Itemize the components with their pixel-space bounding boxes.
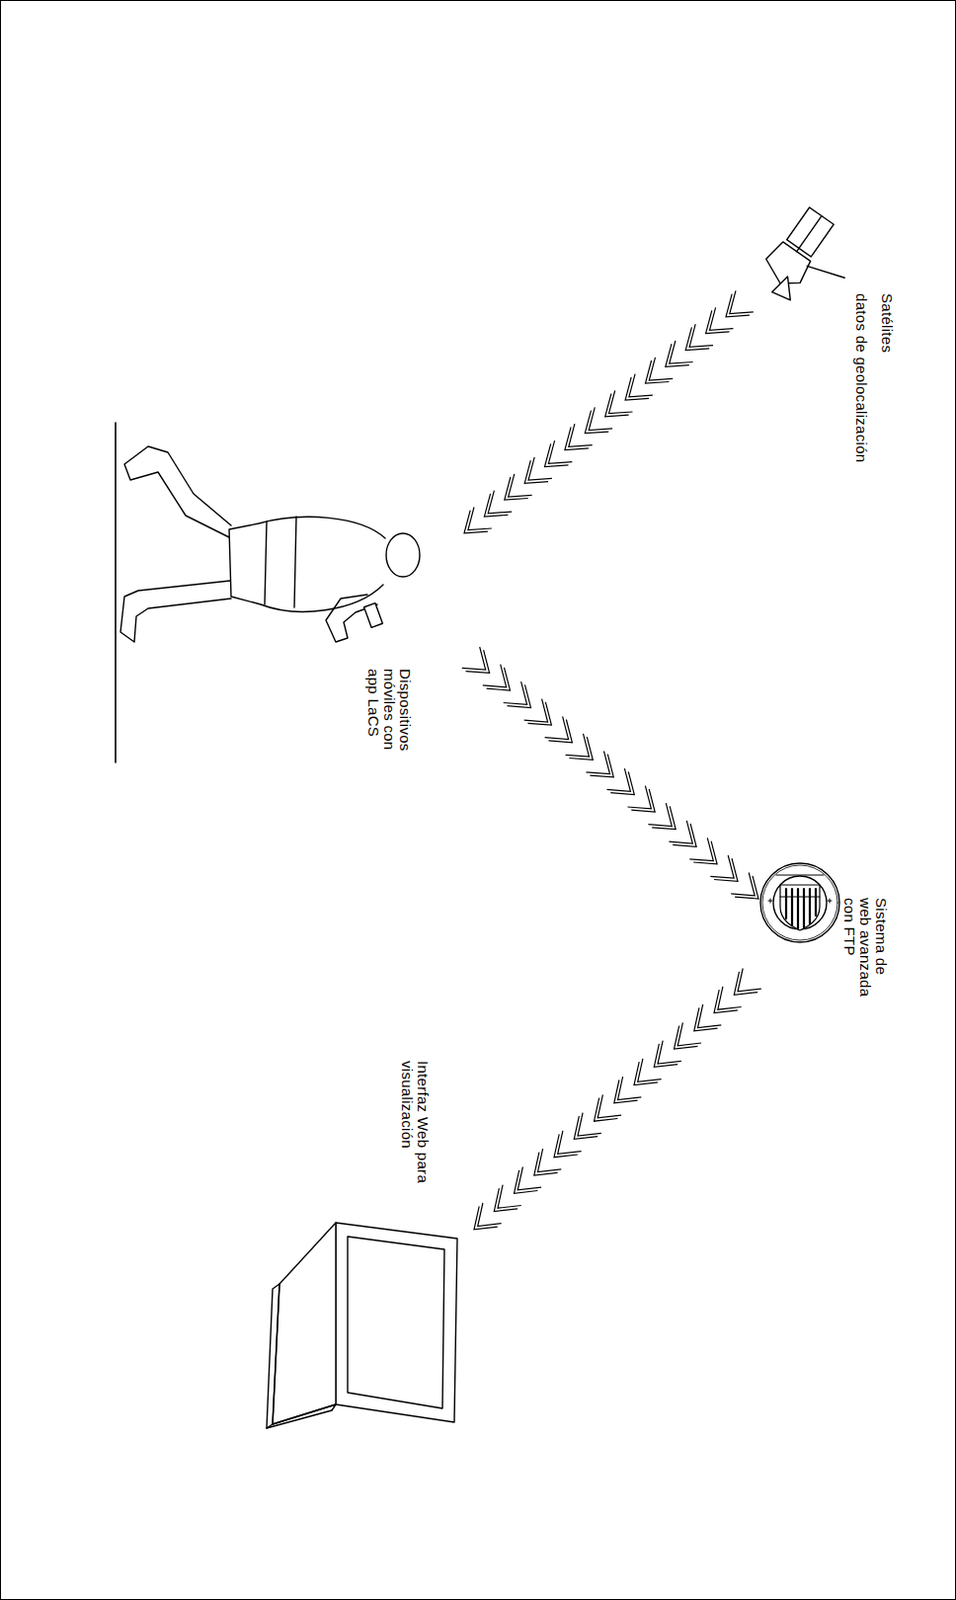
web-interface-node: Interfaz Web para visualización [261, 1056, 475, 1433]
chevron-stroke [474, 968, 762, 1230]
satellite-node: Satélitesdatos de geolocalización [750, 197, 899, 544]
chevron-stroke [462, 646, 759, 899]
chevron-arrow [474, 968, 762, 1230]
chevron-stroke [464, 290, 754, 534]
laptop-icon [266, 1222, 458, 1429]
chevron-arrow [462, 646, 759, 899]
web-server-node: Sistema de web avanzada con FTP [758, 857, 897, 1006]
university-seal [760, 863, 840, 943]
mobile-device-node: Dispositivos móviles con app LaCS [108, 404, 465, 791]
chevron-arrow [464, 290, 754, 534]
ground-line [114, 422, 117, 763]
node-sublabel: datos de geolocalización [853, 293, 870, 551]
node-label: Interfaz Web para visualización [398, 1060, 431, 1209]
node-label: Sistema de web avanzada con FTP [841, 897, 889, 1003]
satellite-icon [752, 204, 867, 322]
person-figure [120, 446, 420, 642]
node-label: Dispositivos móviles con app LaCS [365, 668, 413, 774]
node-label: Satélites [878, 293, 895, 551]
